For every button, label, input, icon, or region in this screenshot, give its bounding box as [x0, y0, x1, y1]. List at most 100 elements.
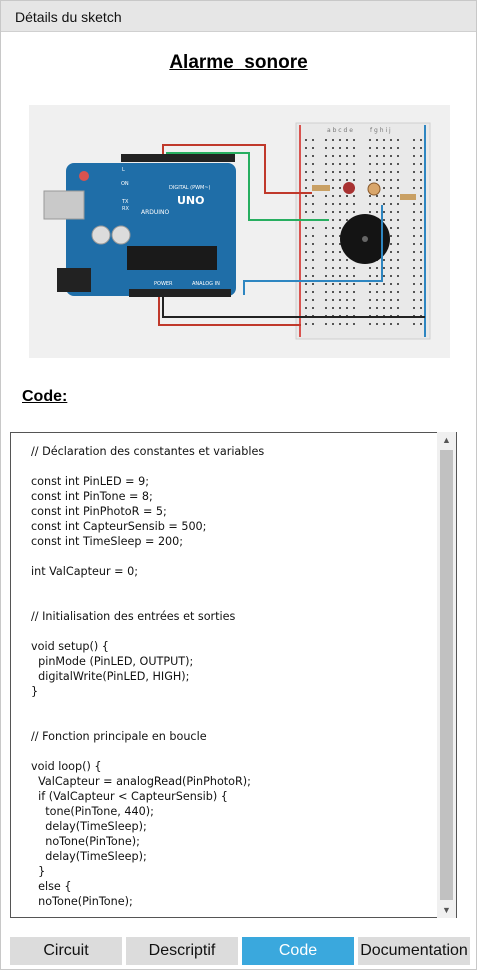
breadboard-hole	[346, 147, 348, 149]
breadboard-rail-hole	[420, 259, 422, 261]
scroll-thumb[interactable]	[440, 450, 453, 900]
breadboard-rail-hole	[305, 259, 307, 261]
breadboard-rail-hole	[413, 147, 415, 149]
breadboard-hole	[332, 203, 334, 205]
breadboard-rail-hole	[305, 227, 307, 229]
breadboard-hole	[369, 299, 371, 301]
breadboard-rail-hole	[413, 243, 415, 245]
breadboard-hole	[376, 171, 378, 173]
breadboard-rail-hole	[420, 187, 422, 189]
breadboard-hole	[339, 211, 341, 213]
resistor-1	[312, 185, 330, 191]
breadboard-hole	[346, 211, 348, 213]
breadboard-hole	[390, 195, 392, 197]
breadboard-hole	[332, 275, 334, 277]
breadboard-hole	[325, 275, 327, 277]
breadboard-hole	[353, 179, 355, 181]
code-line: int ValCapteur = 0;	[31, 565, 138, 578]
breadboard-rail-hole	[413, 155, 415, 157]
breadboard-hole	[353, 307, 355, 309]
breadboard-hole	[339, 171, 341, 173]
breadboard-rail-hole	[312, 267, 314, 269]
breadboard-rail-hole	[312, 235, 314, 237]
breadboard-rail-hole	[420, 235, 422, 237]
breadboard-hole	[346, 171, 348, 173]
breadboard-hole	[339, 195, 341, 197]
power-label-text: POWER	[154, 281, 173, 287]
breadboard-rail-hole	[420, 251, 422, 253]
code-line: // Initialisation des entrées et sorties	[31, 610, 236, 623]
breadboard-hole	[369, 179, 371, 181]
breadboard-hole	[390, 307, 392, 309]
breadboard-hole	[376, 267, 378, 269]
code-line: if (ValCapteur < CapteurSensib) {	[31, 790, 228, 803]
tab-descriptif[interactable]: Descriptif	[126, 937, 238, 965]
breadboard-hole	[390, 267, 392, 269]
breadboard-rail-hole	[305, 307, 307, 309]
tab-circuit[interactable]: Circuit	[10, 937, 122, 965]
breadboard-rail-hole	[305, 251, 307, 253]
breadboard-hole	[383, 291, 385, 293]
breadboard-hole	[339, 275, 341, 277]
breadboard-hole	[383, 259, 385, 261]
microcontroller-chip	[127, 246, 217, 270]
tab-code[interactable]: Code	[242, 937, 354, 965]
breadboard-hole	[346, 155, 348, 157]
breadboard-hole	[353, 163, 355, 165]
breadboard-rail-hole	[305, 235, 307, 237]
breadboard-rail-hole	[312, 179, 314, 181]
sketch-title: Alarme sonore	[169, 52, 308, 73]
code-line: const int PinPhotoR = 5;	[31, 505, 167, 518]
breadboard-rail-hole	[312, 203, 314, 205]
breadboard-hole	[383, 283, 385, 285]
breadboard-rail-hole	[312, 163, 314, 165]
breadboard-rail-hole	[413, 139, 415, 141]
tx-label: TX	[121, 199, 129, 205]
code-section-label: Code:	[22, 388, 68, 405]
breadboard-rail-hole	[312, 243, 314, 245]
code-line: // Fonction principale en boucle	[31, 730, 207, 743]
buzzer-center	[362, 236, 368, 242]
tab-documentation[interactable]: Documentation	[358, 937, 470, 965]
breadboard-hole	[325, 163, 327, 165]
circuit-image: a b c d e f g h i j UNO ARDUINO DIGITAL …	[29, 105, 450, 358]
breadboard-rail-hole	[420, 195, 422, 197]
code-line: tone(PinTone, 440);	[31, 805, 154, 818]
breadboard-hole	[397, 307, 399, 309]
breadboard-hole	[346, 307, 348, 309]
black-wire-ground	[162, 297, 425, 318]
code-line: else {	[31, 880, 72, 893]
breadboard-hole	[332, 147, 334, 149]
breadboard-hole	[325, 267, 327, 269]
code-scrollbar[interactable]: ▲ ▼	[437, 432, 456, 918]
red-wire-led	[162, 144, 312, 194]
breadboard-rail-hole	[420, 203, 422, 205]
breadboard-hole	[397, 171, 399, 173]
breadboard-rail-hole	[420, 243, 422, 245]
scroll-up-icon[interactable]: ▲	[442, 435, 451, 445]
l-label: L	[122, 167, 125, 173]
breadboard-hole	[353, 299, 355, 301]
breadboard-rail-hole	[305, 179, 307, 181]
capacitor	[91, 225, 111, 245]
breadboard-hole	[325, 211, 327, 213]
breadboard-hole	[339, 259, 341, 261]
breadboard-hole	[376, 323, 378, 325]
resistor-2	[400, 194, 416, 200]
code-viewer[interactable]: // Déclaration des constantes et variabl…	[10, 432, 457, 918]
code-text[interactable]: // Déclaration des constantes et variabl…	[31, 444, 264, 909]
breadboard-rail-hole	[413, 211, 415, 213]
board-brand-text: ARDUINO	[141, 209, 170, 216]
breadboard-hole	[353, 203, 355, 205]
scroll-down-icon[interactable]: ▼	[442, 905, 451, 915]
code-line: digitalWrite(PinLED, HIGH);	[31, 670, 190, 683]
breadboard-rail-hole	[420, 307, 422, 309]
code-line: void loop() {	[31, 760, 102, 773]
breadboard-hole	[376, 203, 378, 205]
usb-port	[43, 190, 85, 220]
photoresistor	[367, 182, 381, 196]
code-line: const int CapteurSensib = 500;	[31, 520, 207, 533]
breadboard-rail-hole	[413, 275, 415, 277]
breadboard-rail-hole	[305, 291, 307, 293]
breadboard-rail-left-red	[299, 125, 301, 337]
